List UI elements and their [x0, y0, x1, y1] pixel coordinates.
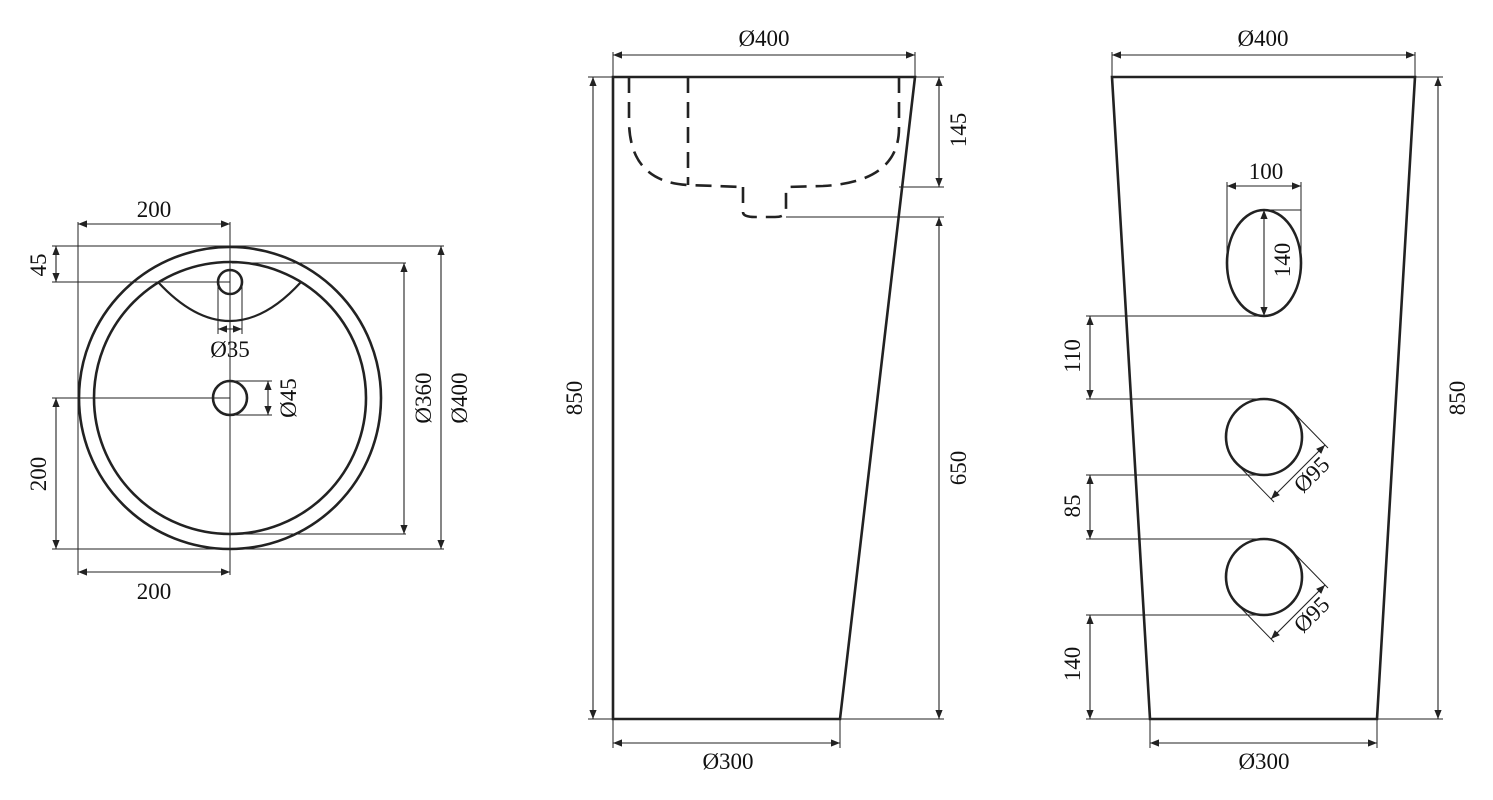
bowl-hidden-right: [785, 77, 901, 189]
label-bottom-gap: 140: [1060, 647, 1085, 682]
label-left-offset: 200: [26, 457, 51, 492]
pedestal-side-outline: [611, 75, 917, 721]
label-back-bottom-diameter: Ø300: [1238, 749, 1289, 774]
label-back-top-diameter: Ø400: [1237, 26, 1288, 51]
ext-hole1-diag-a: [1290, 409, 1329, 449]
label-gap-2: 85: [1060, 495, 1085, 518]
side-view: Ø400 145 850 650 Ø300: [562, 26, 971, 774]
label-opening-height: 140: [1270, 243, 1295, 278]
bowl-hidden-left: [627, 77, 744, 189]
label-side-bottom-diameter: Ø300: [702, 749, 753, 774]
label-side-lower-height: 650: [946, 451, 971, 486]
pipe-hole-lower: [1224, 537, 1304, 617]
label-outer-diameter: Ø400: [447, 372, 472, 423]
label-back-total-height: 850: [1445, 381, 1470, 416]
label-side-bowl-depth: 145: [946, 113, 971, 148]
ext-hole1-diag-b: [1236, 463, 1275, 503]
ext-hole2-diag-b: [1236, 603, 1275, 643]
label-top-offset: 200: [137, 197, 172, 222]
label-side-total-height: 850: [562, 381, 587, 416]
label-drain-hole: Ø45: [276, 378, 301, 418]
dim-line-hole1: [1270, 444, 1326, 500]
label-side-top-diameter: Ø400: [738, 26, 789, 51]
back-view: Ø400 100 140 110 Ø95 85 Ø95 140 850 Ø300: [1060, 26, 1470, 774]
label-inner-diameter: Ø360: [411, 372, 436, 423]
label-bottom-offset: 200: [137, 579, 172, 604]
top-view: 200 45 Ø35 Ø45 Ø360 Ø400 200 200: [26, 197, 472, 604]
drain-hidden: [741, 187, 788, 219]
dim-line-hole2: [1270, 584, 1326, 640]
pipe-hole-upper: [1224, 397, 1304, 477]
label-drain-offset-v: 45: [26, 254, 51, 277]
label-gap-1: 110: [1060, 339, 1085, 373]
label-tap-hole: Ø35: [210, 337, 250, 362]
label-opening-width: 100: [1249, 159, 1284, 184]
ext-hole2-diag-a: [1290, 549, 1329, 589]
